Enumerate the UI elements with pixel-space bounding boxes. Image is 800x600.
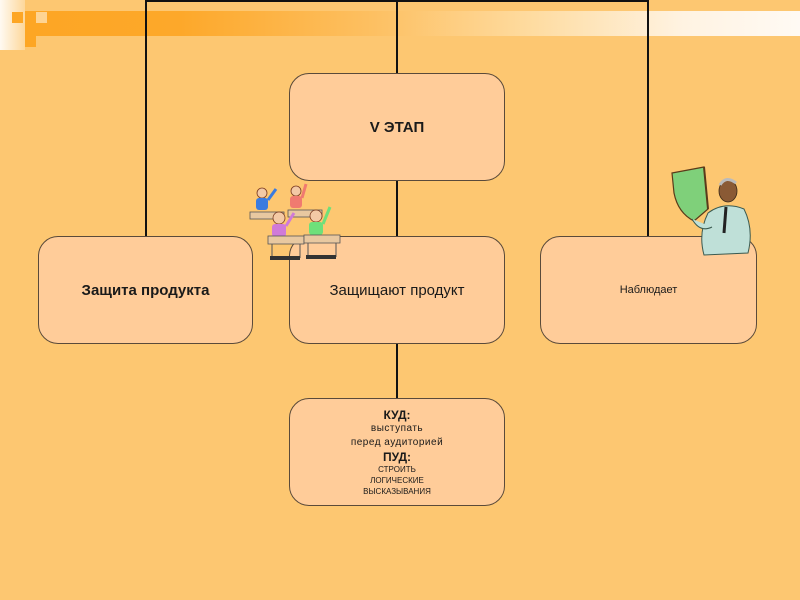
kud-line: перед аудиторией <box>350 436 444 448</box>
desk <box>303 234 341 244</box>
student-body <box>256 198 268 210</box>
connector-stage-to-middle <box>396 181 398 237</box>
student-arm <box>284 212 296 227</box>
student-arm <box>266 188 278 201</box>
kud-line: выступать <box>370 422 424 434</box>
stage-box: V ЭТАП <box>289 73 505 181</box>
stage-label: V ЭТАП <box>369 118 425 136</box>
student-body <box>290 196 302 208</box>
kud-heading: КУД: <box>383 407 411 422</box>
box-product-defense: Защита продукта <box>38 236 253 344</box>
box-students-defend: Защищают продукт <box>289 236 505 344</box>
teacher-coat <box>701 205 751 256</box>
decor-square <box>36 12 47 23</box>
chair <box>270 256 300 260</box>
student-head <box>309 209 323 223</box>
desk <box>267 235 305 245</box>
teacher-arm <box>691 218 713 230</box>
sheet-edge <box>703 166 709 210</box>
students-clipart <box>249 183 341 260</box>
connector-right <box>647 0 649 237</box>
connector-middle-to-details <box>396 343 398 399</box>
details-box: КУД: выступать перед аудиторией ПУД: стр… <box>289 398 505 506</box>
box-label: Наблюдает <box>619 284 678 296</box>
pud-line: высказывания <box>363 486 431 496</box>
desk <box>287 209 323 218</box>
student-body <box>309 222 323 235</box>
chair <box>306 255 336 259</box>
connector-center-top <box>396 0 398 74</box>
decor-square <box>12 12 23 23</box>
student-body <box>272 224 286 237</box>
student-head <box>256 187 268 199</box>
decor-square <box>25 36 36 47</box>
teacher-clipart <box>671 166 751 256</box>
connector-left <box>145 0 147 237</box>
teacher-tie <box>722 206 728 234</box>
header-stripe <box>25 11 800 36</box>
student-head <box>272 211 286 225</box>
xray-sheet <box>671 166 709 222</box>
box-label: Защищают продукт <box>329 281 465 299</box>
box-label: Защита продукта <box>81 281 210 299</box>
header-fade <box>0 0 25 50</box>
student-head <box>290 185 302 197</box>
student-arm <box>300 183 308 199</box>
pud-line: строить <box>378 464 416 474</box>
teacher-hair <box>718 178 737 186</box>
pud-line: логические <box>370 475 424 485</box>
student-arm <box>321 206 332 225</box>
pud-heading: ПУД: <box>382 449 412 464</box>
